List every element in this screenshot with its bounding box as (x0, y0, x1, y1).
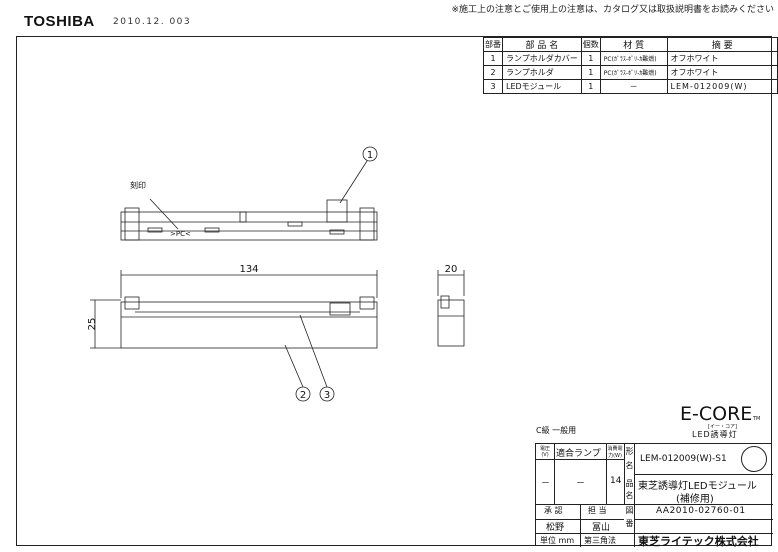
brand-logo-text: TOSHIBA (24, 13, 95, 30)
top-view-outline (120, 211, 378, 241)
dimension-depth: 20 (445, 264, 458, 275)
issue-date: 2010.12. 003 (113, 17, 192, 27)
product-label-2: 名 (625, 491, 634, 500)
voltage-header: 電圧(V) (539, 446, 550, 458)
cell-qty: 1 (580, 79, 601, 94)
product-name-sub: (補修用) (676, 494, 714, 505)
table-row: 3 LEDモジュール 1 － LEM-012009(W) (483, 79, 778, 94)
ecore-logo: E-CORE (680, 403, 752, 425)
dimension-length: 134 (239, 264, 258, 275)
engrave-mark: >PC< (170, 230, 191, 238)
category-label: C級 一般用 (536, 425, 576, 435)
power-value: 14 (610, 476, 622, 486)
callout-2: 2 (300, 390, 306, 401)
callout-3: 3 (324, 390, 330, 401)
side-view-outline (437, 299, 465, 347)
callout-1: 1 (367, 150, 373, 161)
projection-label: 第三角法 (584, 536, 616, 545)
usage-notice: ※施工上の注意とご使用上の注意は、カタログ又は取扱説明書をお読みください (451, 5, 774, 15)
parts-table: 部番 部 品 名 個数 材 質 摘 要 1 ランプホルダカバー 1 PC(ｶﾞﾗ… (483, 37, 778, 94)
dimension-height: 25 (87, 318, 98, 331)
drawing-number: AA2010-02760-01 (656, 506, 746, 516)
model-label-2: 名 (625, 461, 634, 470)
charge-label: 担 当 (588, 506, 607, 515)
lamp-value: － (576, 479, 586, 489)
product-label-1: 品 (625, 479, 634, 488)
cell-remarks: LEM-012009(W) (666, 79, 778, 94)
approval-stamp-circle (741, 446, 767, 472)
unit-label: 単位 mm (540, 536, 575, 545)
drawing-frame (16, 36, 772, 546)
callout-circle-1 (362, 146, 378, 162)
model-number: LEM-012009(W)-S1 (640, 454, 727, 464)
cell-qty: 1 (580, 51, 601, 66)
dash-value: － (541, 479, 551, 489)
ecore-reading: [イー・コア] (708, 424, 737, 430)
approved-name: 松野 (546, 523, 565, 533)
charge-name: 冨山 (592, 523, 611, 533)
ecore-subtitle: LED誘導灯 (692, 429, 738, 439)
approved-label: 承 認 (544, 506, 563, 515)
cell-part-no: 3 (483, 79, 503, 94)
power-header: 消費電力(W) (607, 446, 623, 459)
drawing-label-1: 図 (625, 506, 634, 515)
lamp-header: 適合ランプ (556, 449, 601, 459)
ecore-tm: TM (752, 416, 760, 422)
company-name: 東芝ライテック株式会社 (638, 535, 759, 548)
front-view-outline (120, 301, 378, 349)
model-label-1: 形 (625, 447, 634, 456)
title-block: 電圧(V) 適合ランプ 消費電力(W) － － 14 形 名 LEM-01200… (535, 443, 773, 548)
product-name: 東芝誘導灯LEDモジュール (638, 481, 757, 492)
drawing-label-2: 番 (625, 519, 634, 528)
engrave-label: 刻印 (130, 180, 146, 190)
